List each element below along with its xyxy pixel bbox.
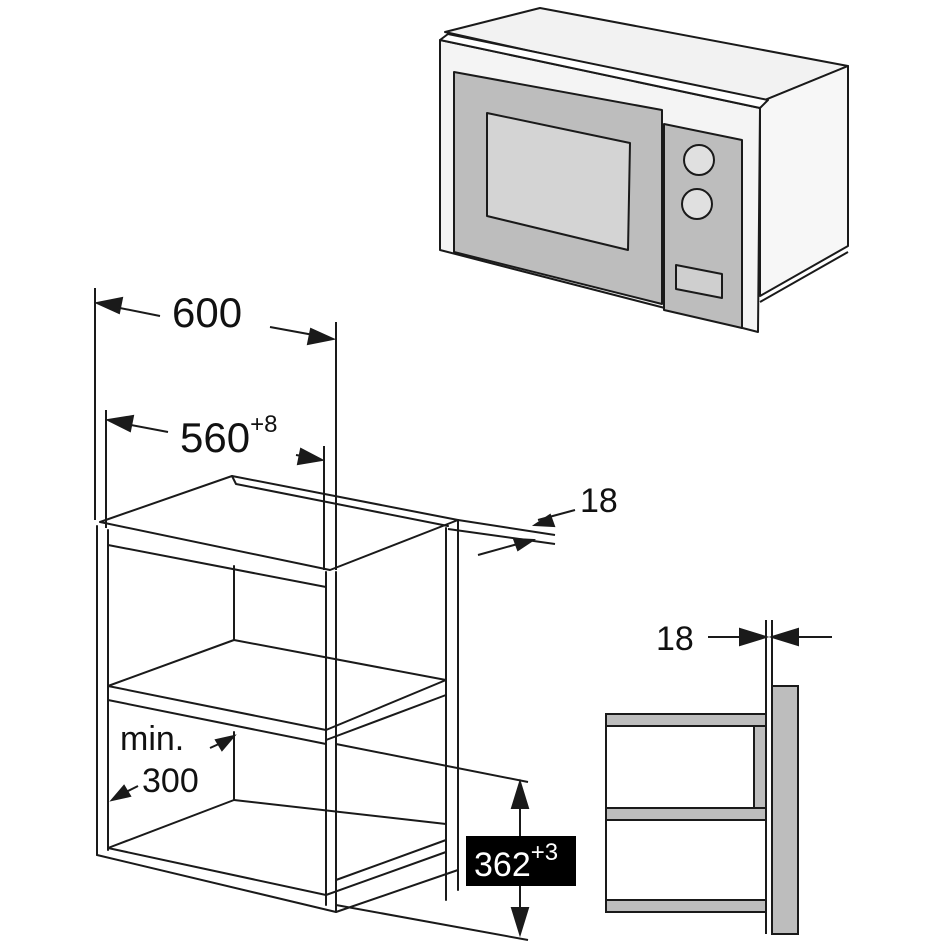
dim-362-arrow-bottom-icon (510, 907, 530, 938)
dim-18-top-ext-b (447, 528, 556, 545)
cabinet-drawing (96, 475, 459, 913)
dim-560-arrow-left-icon (104, 414, 135, 433)
dim-362-ext-top (335, 743, 529, 783)
section-detail (605, 620, 832, 935)
microwave-side-edge (759, 251, 849, 303)
upper-niche-frame (107, 544, 327, 731)
dim-18-side-label: 18 (656, 620, 694, 658)
dimension-lines (93, 288, 576, 941)
dim-18-side-arrow-right-icon (768, 627, 799, 647)
dim-18-top-label: 18 (580, 482, 618, 520)
dim-362-label-bg (466, 836, 576, 886)
dim-18-top-arrow-b-icon (512, 537, 537, 552)
upper-shelf-profile (605, 713, 767, 727)
dim-362-tolerance: +3 (531, 839, 558, 866)
cabinet-bottom-edge (96, 854, 459, 913)
dim-362-ext-bottom (335, 904, 529, 941)
lower-niche-floor-right (335, 839, 447, 881)
microwave-side (759, 65, 849, 297)
side-panel (771, 685, 799, 935)
dim-560-value: 560 (180, 414, 250, 461)
dim-min-label: min. (120, 720, 184, 758)
dim-600-label: 600 (172, 289, 242, 336)
dim-18-top-ext-a (457, 519, 556, 536)
dim-560-label: 560+8 (180, 411, 277, 461)
lower-niche-floor-left (107, 799, 235, 849)
microwave-window (486, 112, 631, 251)
dim-362-value: 362 (474, 846, 531, 884)
dim-18-top-arrow-a-icon (531, 513, 556, 528)
dim-362-arrow-top-icon (510, 778, 530, 809)
upper-shelf-front-edge (325, 694, 447, 741)
upper-niche-shelf (107, 639, 447, 731)
dim-300-arrow-top-icon (214, 734, 237, 752)
cabinet-top-board (99, 475, 459, 571)
microwave-illustration (439, 7, 849, 333)
dim-300-arrow-bottom-icon (109, 784, 132, 802)
power-knob-icon (683, 144, 715, 176)
middle-shelf-profile (605, 807, 767, 821)
dim-600-arrow-right-icon (306, 327, 337, 346)
lower-niche-floor-front (325, 851, 447, 896)
microwave-display (675, 264, 723, 299)
microwave-trim (439, 33, 769, 109)
dim-300-label: 300 (142, 762, 199, 800)
dim-560-arrow-right-icon (296, 447, 326, 466)
dim-600-arrow-left-icon (93, 296, 124, 315)
timer-knob-icon (681, 188, 713, 220)
cabinet-top-back-edge (231, 475, 449, 527)
dim-560-tolerance: +8 (250, 411, 277, 438)
bottom-shelf-profile (605, 899, 767, 913)
dim-18-side-arrow-left-icon (739, 627, 770, 647)
upper-shelf-side-profile (753, 725, 767, 809)
dim-362-label: 362+3 (474, 839, 558, 884)
